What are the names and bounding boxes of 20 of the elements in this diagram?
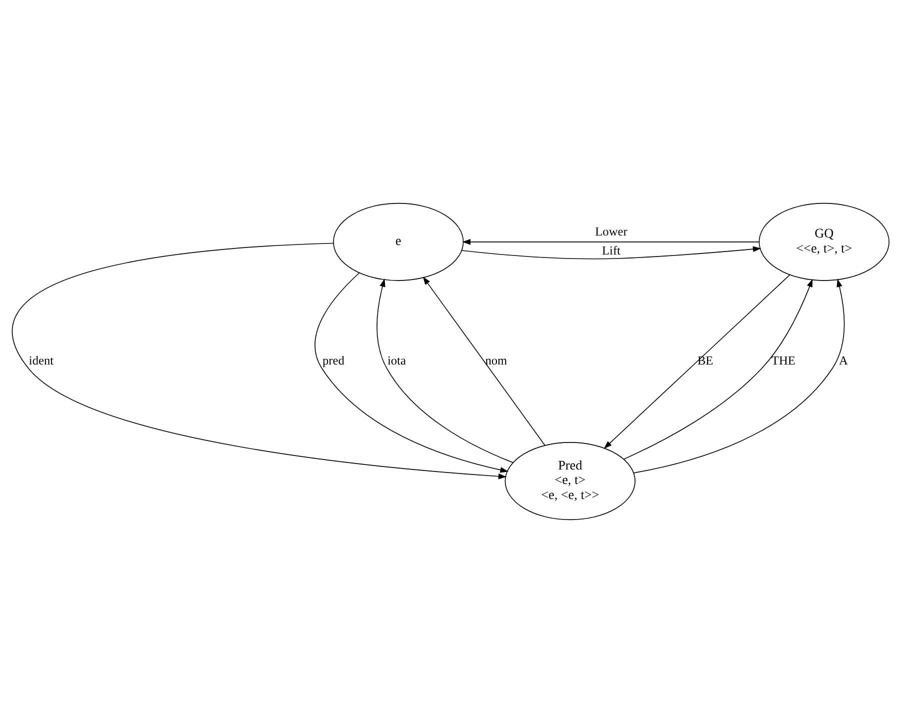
- edge-label: Lift: [602, 243, 620, 258]
- arrow: [604, 274, 790, 449]
- edge-label: nom: [485, 353, 508, 368]
- edge-label: A: [838, 353, 848, 368]
- edge-label: BE: [697, 353, 714, 368]
- arrow: [422, 276, 546, 446]
- edge-label: pred: [322, 353, 344, 368]
- node-ellipse: GQ <<e, t>, t>: [758, 202, 890, 281]
- arrow: [633, 278, 845, 474]
- node-ellipse: e: [333, 202, 464, 281]
- arrow: [462, 246, 762, 260]
- arrow: [12, 242, 507, 480]
- arrow: [376, 278, 514, 463]
- edge-label: iota: [387, 353, 406, 368]
- edge-label: THE: [771, 353, 796, 368]
- arrow: [462, 239, 760, 245]
- edge-label: Lower: [595, 224, 628, 238]
- edge-label: ident: [28, 353, 54, 368]
- arrow: [623, 278, 813, 460]
- arrow: [314, 272, 508, 473]
